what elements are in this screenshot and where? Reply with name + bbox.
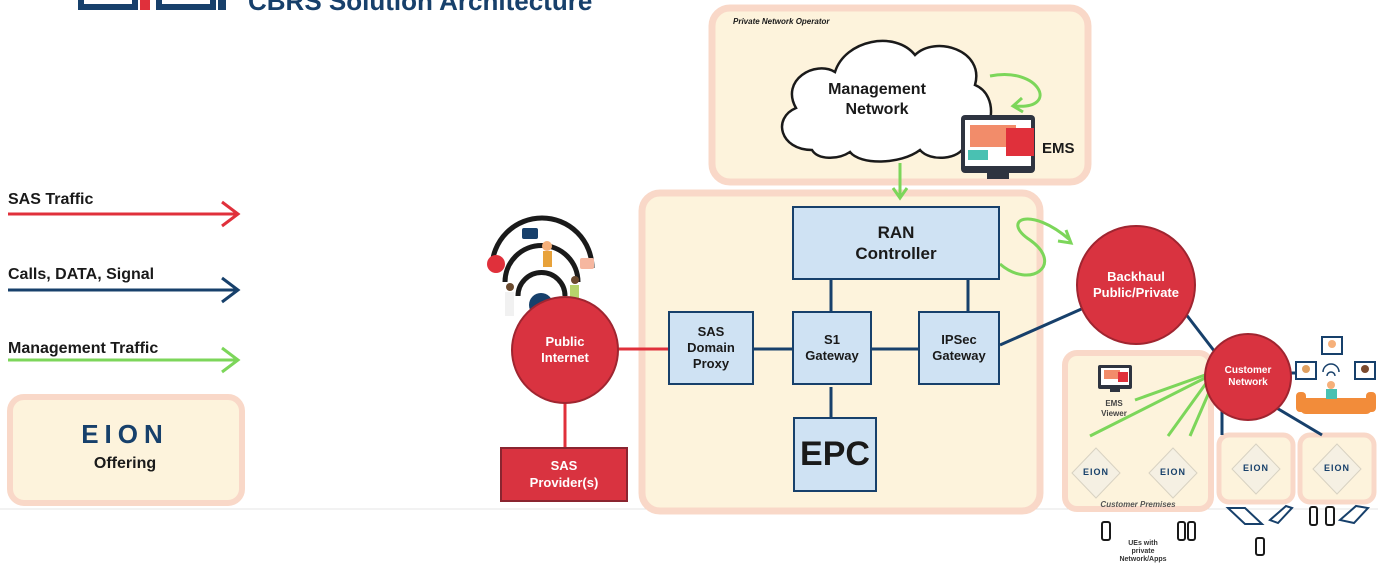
sas-domain-proxy-box: SAS Domain Proxy: [668, 311, 754, 385]
customer-network-node: Customer Network: [1204, 333, 1292, 421]
page-title: CBRS Solution Architecture: [248, 0, 593, 16]
ems-label: EMS: [1042, 140, 1075, 157]
offering-label: Offering: [93, 455, 157, 472]
s1-gateway-box: S1 Gateway: [792, 311, 872, 385]
sas-providers-box: SAS Provider(s): [500, 447, 628, 502]
operator-panel-label: Private Network Operator: [733, 17, 830, 26]
offering-panel: [7, 394, 245, 506]
legend-arrow-management: [8, 346, 241, 374]
customer-premises-label: Customer Premises: [1100, 500, 1176, 509]
legend-label-management-traffic: Management Traffic: [8, 340, 159, 357]
management-network-label: Management Network: [828, 81, 926, 118]
public-internet-node: Public Internet: [511, 296, 619, 404]
access-point-icon: [1071, 443, 1362, 499]
cloud-shape: [780, 39, 993, 163]
offering-logo: EION: [81, 419, 169, 449]
phone-icon: [1101, 506, 1335, 556]
device-logo-1: EION: [1082, 467, 1109, 477]
device-logo-2: EION: [1159, 467, 1186, 477]
header-logo: [78, 0, 228, 16]
legend-label-sas-traffic: SAS Traffic: [8, 191, 94, 208]
ems-viewer-monitor-icon: [1098, 365, 1132, 392]
device-logo-3: EION: [1242, 463, 1269, 473]
backhaul-node: Backhaul Public/Private: [1076, 225, 1196, 345]
legend-label-calls-data-signal: Calls, DATA, Signal: [8, 266, 155, 283]
legend-arrow-sas: [8, 200, 241, 228]
laptop-icon: [1225, 504, 1371, 525]
ipsec-gateway-box: IPSec Gateway: [918, 311, 1000, 385]
management-links: [891, 73, 1212, 438]
ran-controller-box: RAN Controller: [792, 206, 1000, 280]
device-logo-4: EION: [1323, 463, 1350, 473]
ems-monitor-icon: [961, 115, 1035, 179]
video-call-icon: [1295, 336, 1376, 414]
ems-viewer-label: EMS Viewer: [1101, 399, 1127, 418]
epc-box: EPC: [793, 417, 877, 492]
legend-arrow-calls: [8, 276, 241, 304]
ues-label: UEs with private Network/Apps: [1119, 540, 1167, 564]
